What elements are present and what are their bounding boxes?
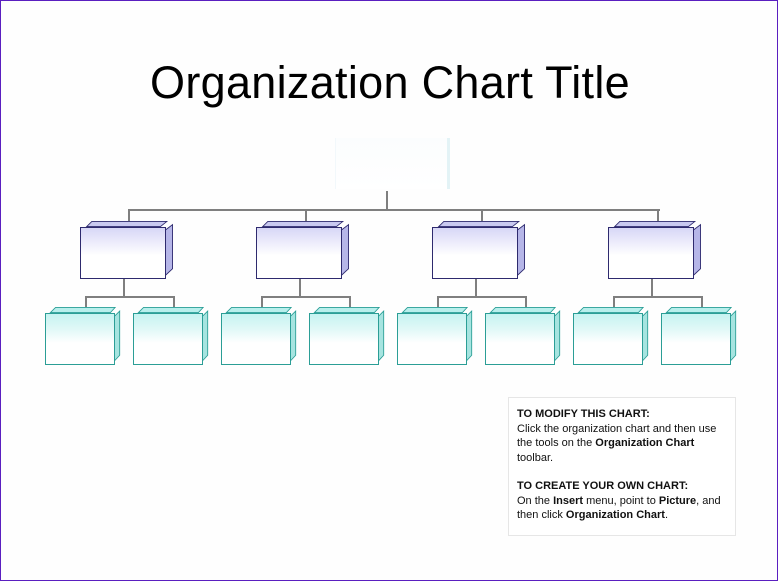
box-top-face bbox=[313, 307, 381, 313]
box-side-face bbox=[202, 310, 209, 363]
leaf-box-3a[interactable] bbox=[397, 307, 473, 365]
leaf-box-2b[interactable] bbox=[309, 307, 385, 365]
box-side-face bbox=[517, 223, 525, 277]
leaf-box-1b[interactable] bbox=[133, 307, 209, 365]
instructions-note[interactable]: TO MODIFY THIS CHART: Click the organiza… bbox=[508, 397, 736, 536]
picture-ref: Picture bbox=[658, 494, 697, 507]
manager-box-front bbox=[608, 227, 694, 279]
connector-group-3-stem bbox=[475, 279, 477, 297]
box-side-face bbox=[554, 310, 561, 363]
manager-box-front bbox=[432, 227, 518, 279]
leaf-box-front bbox=[309, 313, 379, 365]
connector-group-2-stem bbox=[299, 279, 301, 297]
manager-box-front bbox=[80, 227, 166, 279]
leaf-box-front bbox=[485, 313, 555, 365]
manager-box-1[interactable] bbox=[80, 221, 174, 279]
leaf-box-front bbox=[133, 313, 203, 365]
leaf-box-2a[interactable] bbox=[221, 307, 297, 365]
box-top-face bbox=[261, 221, 345, 227]
create-section: TO CREATE YOUR OWN CHART: On the Insert … bbox=[517, 479, 727, 523]
manager-box-2[interactable] bbox=[256, 221, 350, 279]
spacer bbox=[517, 465, 727, 479]
connector-group-3-drop-b bbox=[525, 296, 527, 307]
box-top-face bbox=[401, 307, 469, 313]
connector-drop-1 bbox=[128, 209, 130, 223]
leaf-box-front bbox=[221, 313, 291, 365]
box-side-face bbox=[114, 310, 121, 363]
connector-stem bbox=[386, 191, 388, 211]
create-text: , and then click bbox=[517, 494, 721, 522]
box-top-face bbox=[577, 307, 645, 313]
connector-drop-3 bbox=[481, 209, 483, 223]
leaf-box-front bbox=[397, 313, 467, 365]
create-text-end: . bbox=[664, 509, 668, 521]
modify-emphasis: Organization Chart bbox=[595, 437, 695, 449]
connector-group-4-horizontal bbox=[613, 296, 703, 298]
manager-box-4[interactable] bbox=[608, 221, 702, 279]
create-text: On the bbox=[517, 494, 554, 507]
modify-text: Click the organization chart and then us… bbox=[517, 422, 717, 450]
connector-group-1-drop-a bbox=[85, 296, 87, 307]
modify-text-end: toolbar. bbox=[517, 451, 554, 464]
leaf-box-1a[interactable] bbox=[45, 307, 121, 365]
leaf-box-4b[interactable] bbox=[661, 307, 737, 365]
create-heading: TO CREATE YOUR OWN CHART: bbox=[517, 480, 689, 492]
create-text: menu, point to bbox=[583, 494, 659, 507]
leaf-box-front bbox=[573, 313, 643, 365]
top-level-box[interactable] bbox=[335, 138, 450, 189]
connector-group-2-drop-a bbox=[261, 296, 263, 307]
manager-box-3[interactable] bbox=[432, 221, 526, 279]
box-side-face bbox=[642, 310, 649, 363]
box-top-face bbox=[85, 221, 169, 227]
connector-group-3-horizontal bbox=[437, 296, 527, 298]
box-side-face bbox=[730, 310, 737, 363]
connector-group-1-horizontal bbox=[85, 296, 175, 298]
box-top-face bbox=[613, 221, 697, 227]
box-top-face bbox=[665, 307, 733, 313]
connector-group-3-drop-a bbox=[437, 296, 439, 307]
insert-menu-ref: Insert bbox=[553, 494, 584, 507]
leaf-box-front bbox=[45, 313, 115, 365]
box-side-face bbox=[290, 310, 297, 363]
box-top-face bbox=[489, 307, 557, 313]
box-side-face bbox=[693, 223, 701, 277]
modify-heading: TO MODIFY THIS CHART: bbox=[517, 408, 650, 420]
chart-title[interactable]: Organization Chart Title bbox=[150, 57, 630, 108]
leaf-box-3b[interactable] bbox=[485, 307, 561, 365]
leaf-box-4a[interactable] bbox=[573, 307, 649, 365]
modify-section: TO MODIFY THIS CHART: Click the organiza… bbox=[517, 407, 727, 465]
connector-group-4-drop-a bbox=[613, 296, 615, 307]
box-top-face bbox=[437, 221, 521, 227]
connector-group-1-stem bbox=[123, 279, 125, 297]
box-side-face bbox=[378, 310, 385, 363]
connector-group-1-drop-b bbox=[173, 296, 175, 307]
box-side-face bbox=[341, 223, 349, 277]
org-chart-ref: Organization Chart bbox=[565, 509, 665, 521]
box-top-face bbox=[225, 307, 293, 313]
manager-box-front bbox=[256, 227, 342, 279]
connector-group-2-horizontal bbox=[261, 296, 351, 298]
box-top-face bbox=[137, 307, 205, 313]
connector-group-4-drop-b bbox=[701, 296, 703, 307]
connector-group-2-drop-b bbox=[349, 296, 351, 307]
connector-main-horizontal bbox=[128, 209, 660, 211]
box-top-face bbox=[49, 307, 117, 313]
box-side-face bbox=[466, 310, 473, 363]
connector-drop-4 bbox=[657, 209, 659, 223]
leaf-box-front bbox=[661, 313, 731, 365]
connector-group-4-stem bbox=[651, 279, 653, 297]
connector-drop-2 bbox=[305, 209, 307, 223]
box-side-face bbox=[165, 223, 173, 277]
